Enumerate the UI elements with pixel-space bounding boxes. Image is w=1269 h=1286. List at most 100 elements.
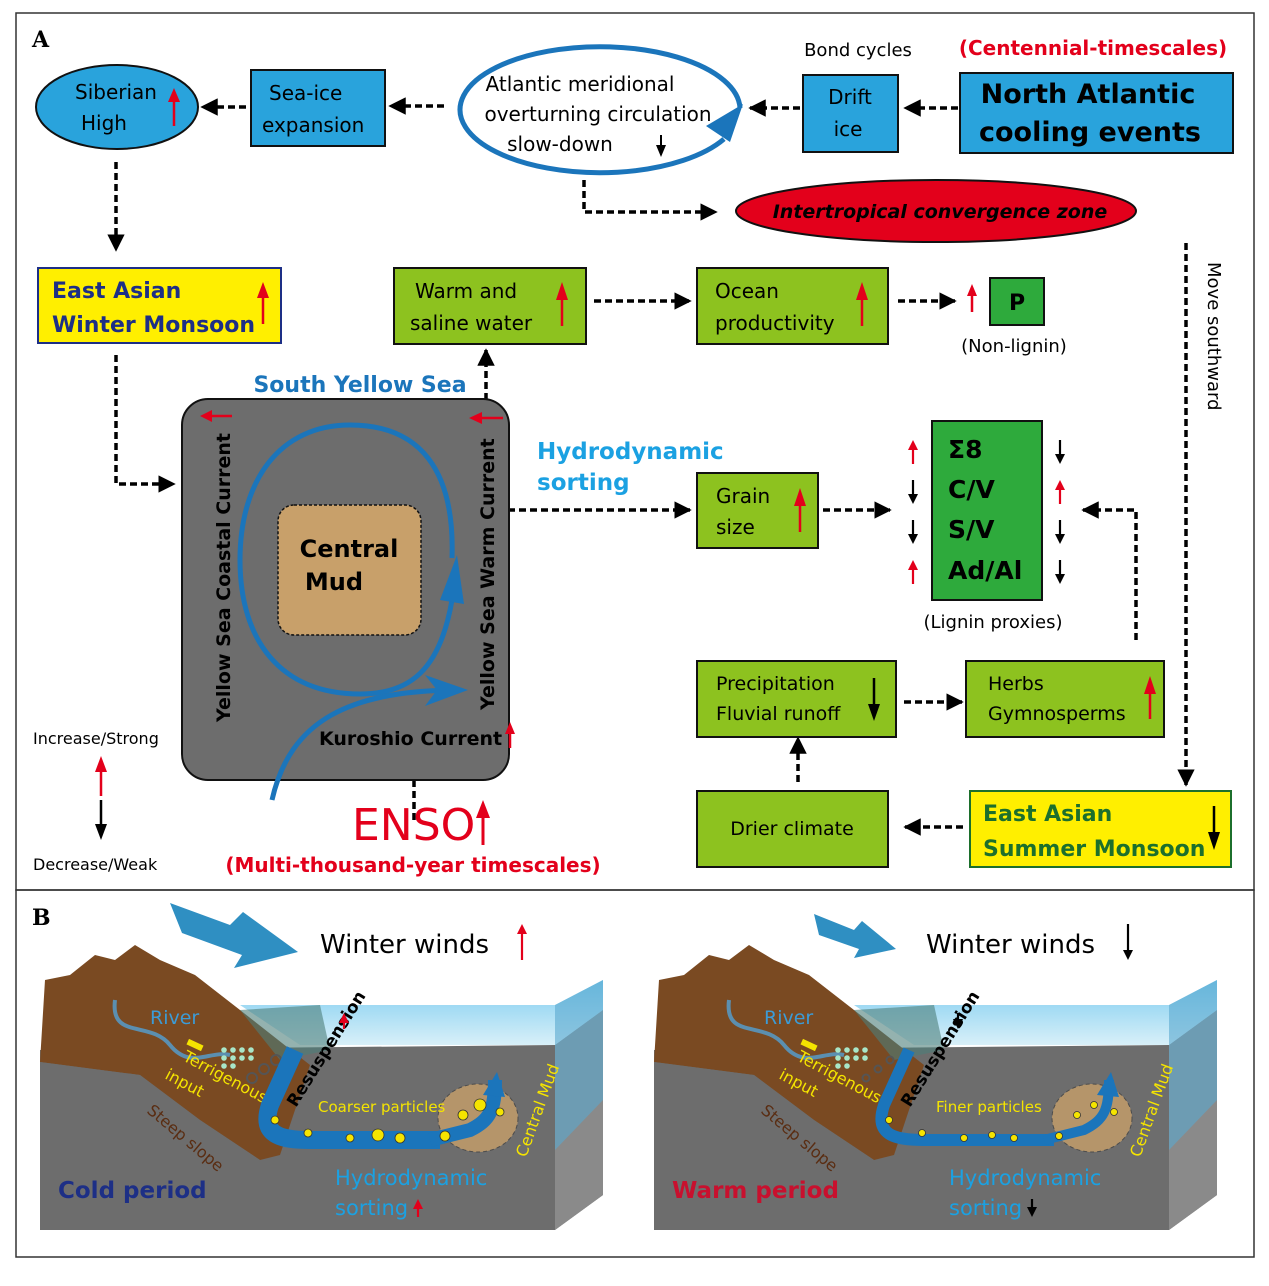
svg-text:P: P [1009, 291, 1025, 316]
sediment-particle [885, 1116, 893, 1124]
svg-text:Drier climate: Drier climate [730, 818, 854, 840]
river-path [726, 999, 845, 1060]
increase-arrow-icon [967, 284, 977, 312]
svg-text:Yellow Sea Warm Current: Yellow Sea Warm Current [477, 438, 499, 711]
increase-arrow-icon [95, 756, 107, 796]
increase-arrow-icon [168, 88, 180, 126]
decrease-arrow-icon [1055, 560, 1065, 584]
svg-text:Mud: Mud [305, 568, 363, 596]
period-label: Cold period [58, 1178, 207, 1204]
svg-text:Kuroshio Current: Kuroshio Current [319, 728, 502, 750]
decrease-arrow-icon [1055, 520, 1065, 544]
sediment-particle [960, 1134, 968, 1142]
svg-text:Fluvial runoff: Fluvial runoff [716, 703, 841, 725]
increase-arrow-icon [556, 282, 568, 326]
svg-text:Herbs: Herbs [988, 673, 1044, 695]
herbs-node: Herbs Gymnosperms [965, 660, 1165, 738]
svg-text:overturning circulation: overturning circulation [484, 102, 711, 126]
river-path [112, 999, 231, 1060]
panel-b-frame [15, 889, 1255, 1258]
svg-text:East Asian: East Asian [983, 802, 1112, 827]
panel-b-label: B [32, 905, 51, 931]
svg-text:Atlantic meridional: Atlantic meridional [486, 72, 675, 96]
sediment-particle [439, 1130, 451, 1142]
period-label: Warm period [672, 1178, 839, 1204]
hydro-sorting-label-2: sorting [537, 470, 630, 496]
bottom-current-path [258, 1046, 440, 1149]
gyre-current-path [237, 422, 455, 697]
sediment-particle [457, 1109, 469, 1121]
current-direction-arrow-icon [469, 412, 503, 424]
siberian-high-node: Siberian High [35, 64, 199, 150]
svg-text:East Asian: East Asian [52, 279, 181, 304]
winds-trend-arrow-icon [1123, 924, 1133, 960]
decrease-arrow-icon [868, 678, 880, 721]
decrease-arrow-icon [908, 520, 918, 544]
winter-winds-label: Winter winds [320, 930, 489, 960]
svg-text:Warm and: Warm and [415, 279, 517, 303]
sediment-particle [1090, 1101, 1098, 1109]
south-yellow-sea-label: South Yellow Sea [253, 373, 466, 398]
sediment-particle [473, 1098, 487, 1112]
turbulence-icon [885, 1055, 895, 1065]
current-direction-arrow-icon [200, 410, 232, 422]
svg-text:North Atlantic: North Atlantic [981, 79, 1196, 110]
sediment-particle [495, 1107, 505, 1117]
svg-text:Yellow Sea Coastal Current: Yellow Sea Coastal Current [213, 433, 235, 723]
increase-arrow-icon [908, 560, 918, 584]
warm-saline-node: Warm and saline water [393, 267, 587, 345]
increase-arrow-icon [505, 722, 515, 748]
svg-text:Intertropical convergence zone: Intertropical convergence zone [773, 201, 1108, 223]
sediment-particle [371, 1128, 385, 1142]
resuspension-trend-arrow-icon [953, 1013, 963, 1029]
drier-climate-node: Drier climate [696, 790, 889, 868]
svg-text:Increase/Strong: Increase/Strong [33, 729, 159, 748]
particles-label: Finer particles [936, 1098, 1042, 1116]
wind-arrow-icon [170, 903, 298, 968]
svg-text:Gymnosperms: Gymnosperms [988, 703, 1126, 725]
increase-arrow-icon [856, 282, 868, 326]
svg-text:Summer Monsoon: Summer Monsoon [983, 837, 1205, 862]
turbulence-icon [873, 1064, 883, 1074]
legend: Increase/Strong Decrease/Weak [33, 729, 159, 874]
non-lignin-label: (Non-lignin) [961, 336, 1067, 357]
lignin-proxies-node: Σ8 C/V S/V Ad/Al [908, 420, 1065, 601]
svg-text:cooling events: cooling events [979, 117, 1201, 148]
hydro-sorting-label: sorting [335, 1196, 408, 1220]
ocean-productivity-node: Ocean productivity [696, 267, 889, 345]
increase-arrow-icon [908, 440, 918, 464]
decrease-arrow-icon [1208, 806, 1220, 850]
winter-winds-label: Winter winds [926, 930, 1095, 960]
svg-text:Drift: Drift [828, 85, 872, 109]
kuroshio-current-path [269, 687, 461, 801]
river-label: River [764, 1007, 813, 1029]
panel-a-label: A [31, 27, 50, 53]
lignin-proxies-label: (Lignin proxies) [923, 612, 1062, 633]
svg-text:Sea-ice: Sea-ice [269, 81, 342, 105]
hydro-sorting-label: Hydrodynamic [949, 1166, 1101, 1190]
sediment-particle [988, 1131, 996, 1139]
sorting-trend-arrow-icon [1027, 1199, 1037, 1217]
decrease-arrow-icon [656, 135, 666, 157]
svg-text:Central: Central [300, 535, 399, 563]
increase-arrow-icon [1055, 480, 1065, 504]
svg-text:Σ8: Σ8 [948, 435, 982, 464]
sediment-particle [1055, 1132, 1063, 1140]
bottom-current-path [875, 1047, 1054, 1146]
svg-text:Precipitation: Precipitation [716, 673, 835, 695]
decrease-arrow-icon [95, 800, 107, 840]
increase-arrow-icon [257, 282, 269, 324]
grain-size-node: Grain size [696, 472, 819, 549]
sea-water [854, 980, 1217, 1045]
hydro-sorting-label-1: Hydrodynamic [537, 439, 724, 465]
central-mud-box [277, 504, 422, 636]
itcz-node: Intertropical convergence zone [735, 179, 1137, 243]
svg-text:Grain: Grain [716, 484, 770, 508]
drift-ice-node: Drift ice [802, 74, 899, 153]
svg-text:ice: ice [834, 117, 863, 141]
sediment-particle [1073, 1111, 1081, 1119]
svg-text:slow-down: slow-down [507, 132, 613, 156]
